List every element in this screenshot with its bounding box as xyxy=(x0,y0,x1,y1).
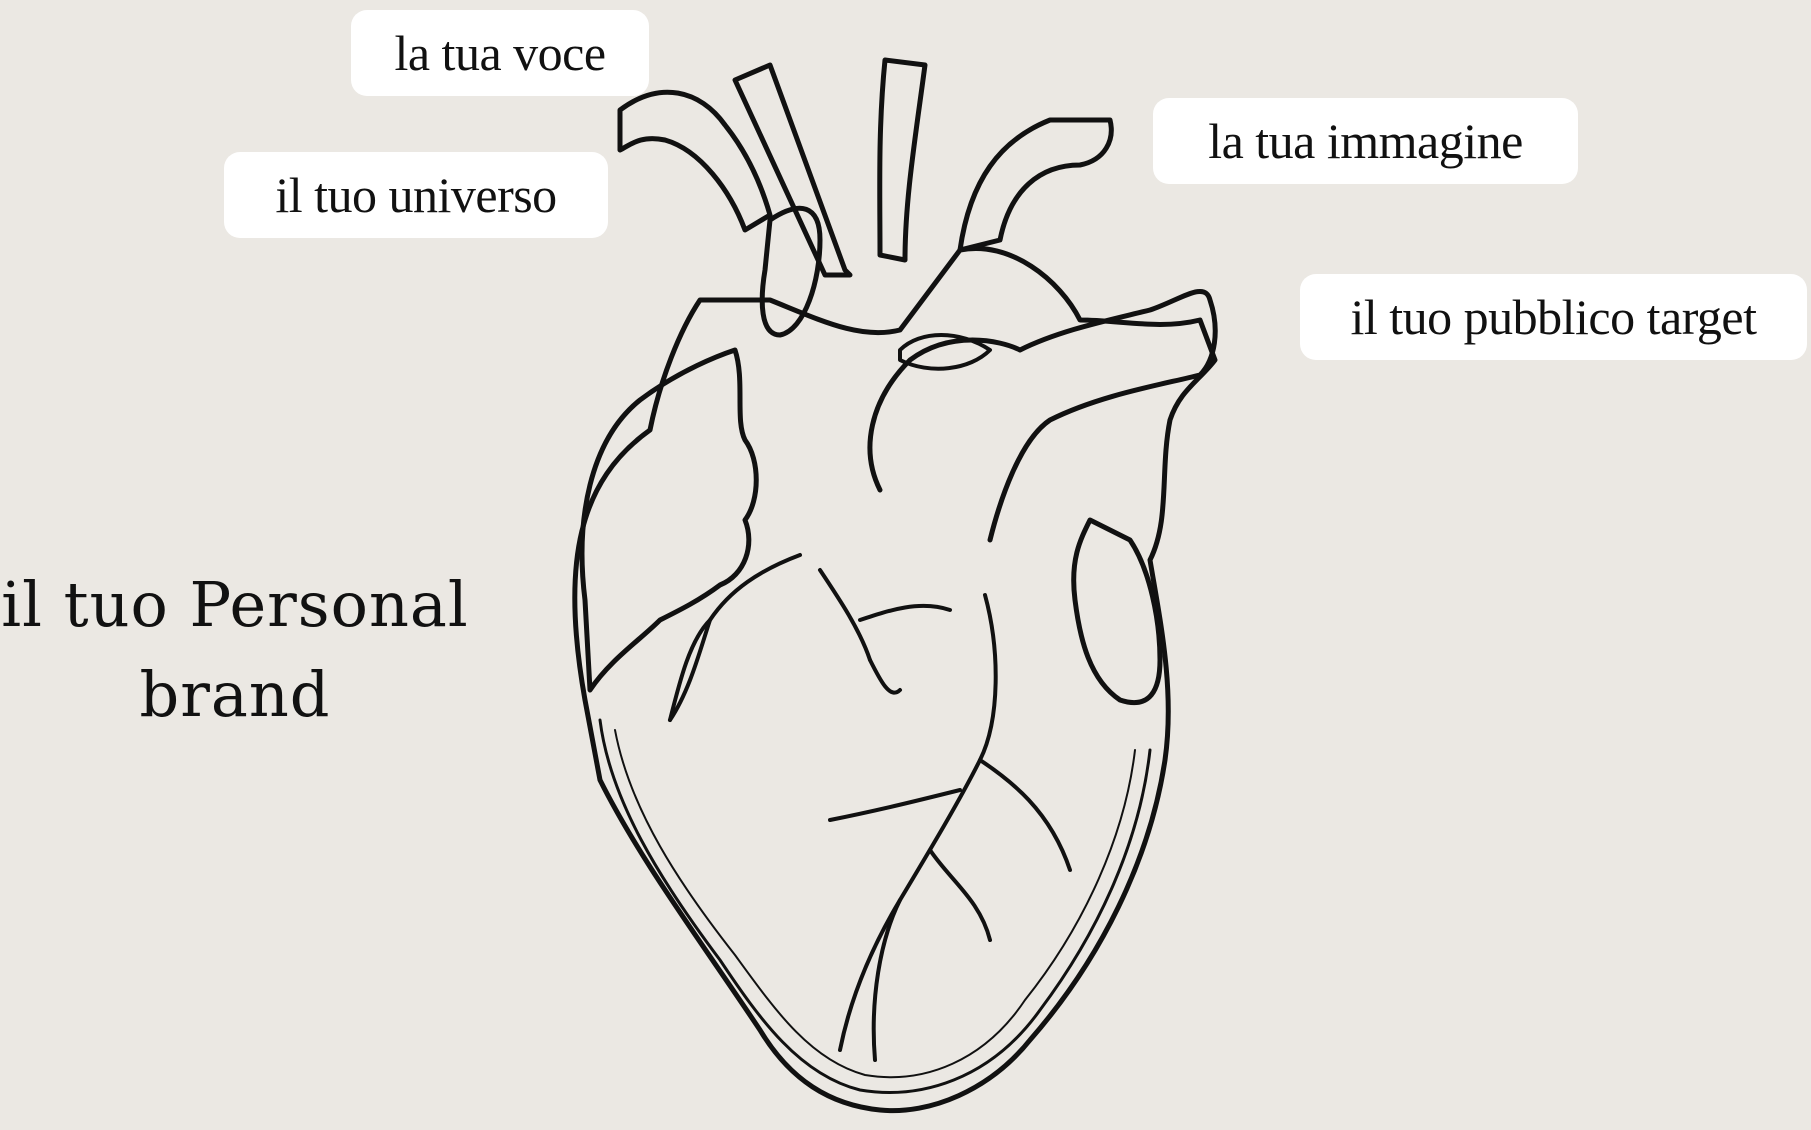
right-atrium xyxy=(582,350,756,690)
label-il-tuo-pubblico-target: il tuo pubblico target xyxy=(1300,274,1807,360)
headline-line-2: brand xyxy=(0,650,470,740)
headline-line-1: il tuo Personal xyxy=(0,560,470,650)
left-auricle xyxy=(1074,520,1160,703)
headline-personal-brand: il tuo Personal brand xyxy=(0,560,470,740)
label-text: la tua voce xyxy=(394,24,605,82)
label-il-tuo-universo: il tuo universo xyxy=(224,152,608,238)
label-text: il tuo pubblico target xyxy=(1350,288,1756,346)
right-branch xyxy=(960,120,1111,250)
label-text: la tua immagine xyxy=(1208,112,1523,170)
label-la-tua-voce: la tua voce xyxy=(351,10,649,96)
label-text: il tuo universo xyxy=(275,166,556,224)
aorta-trunk xyxy=(880,60,925,260)
label-la-tua-immagine: la tua immagine xyxy=(1153,98,1578,184)
